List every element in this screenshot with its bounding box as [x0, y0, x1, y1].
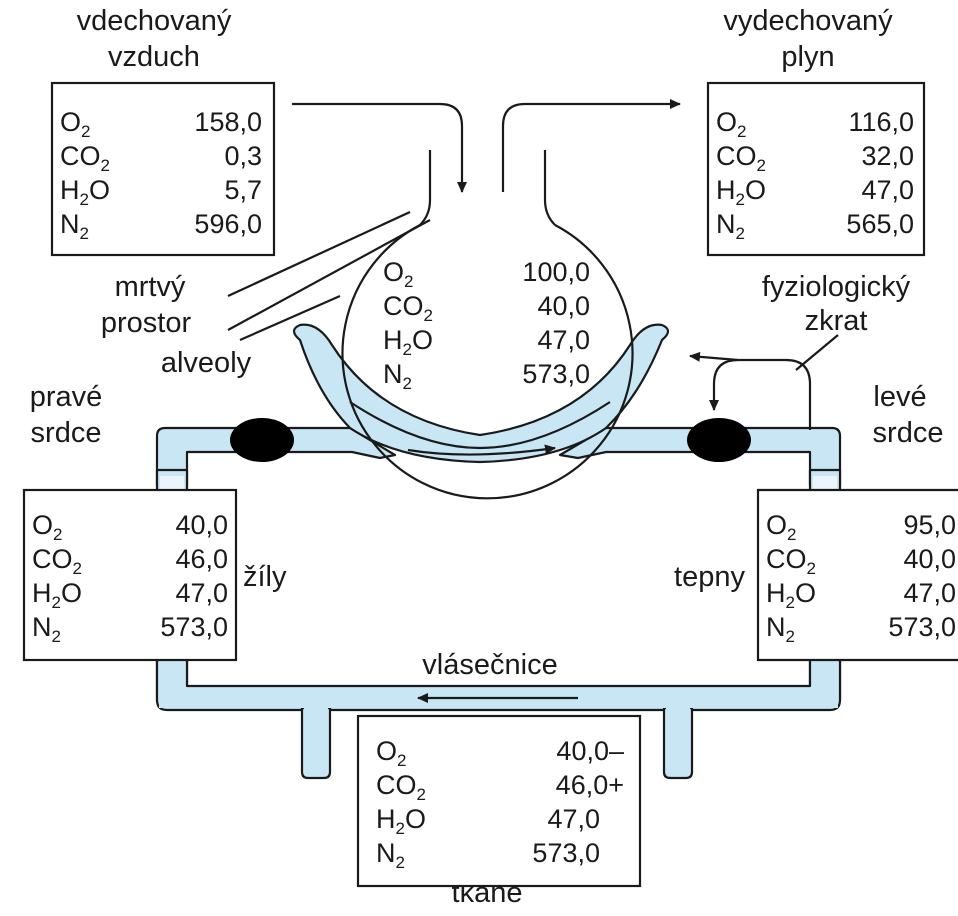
svg-text:O2: O2: [383, 257, 413, 291]
svg-text:N2: N2: [766, 612, 795, 646]
label-inhaled-1: vdechovaný: [77, 5, 232, 37]
vessel-top-left: [155, 426, 397, 487]
svg-text:O2: O2: [716, 107, 746, 141]
svg-text:5,7: 5,7: [224, 175, 262, 205]
svg-text:47,0: 47,0: [175, 578, 228, 608]
svg-text:O2: O2: [376, 736, 406, 770]
svg-text:95,0: 95,0: [903, 510, 956, 540]
svg-text:158,0: 158,0: [194, 107, 262, 137]
svg-text:H2O: H2O: [376, 804, 426, 838]
shunt-arrow: [709, 358, 812, 430]
inhale-arrow: [292, 102, 467, 193]
svg-text:O2: O2: [32, 510, 62, 544]
label-exhaled-1: vydechovaný: [723, 5, 893, 37]
svg-text:CO2: CO2: [383, 291, 433, 325]
label-left-heart-1: levé: [873, 381, 926, 413]
svg-text:47,0: 47,0: [537, 325, 590, 355]
svg-text:596,0: 596,0: [194, 209, 262, 239]
label-shunt-2: zkrat: [805, 305, 868, 337]
alveolus: [341, 150, 634, 500]
svg-text:O2: O2: [766, 510, 796, 544]
svg-text:H2O: H2O: [383, 325, 433, 359]
svg-text:0,3: 0,3: [224, 141, 262, 171]
label-veins: žíly: [243, 561, 287, 593]
tissue-branch-right: [662, 706, 694, 780]
svg-text:N2: N2: [60, 209, 89, 243]
label-dead-space-1: mrtvý: [115, 271, 186, 303]
inhaled-box: O2 158,0 CO2 0,3 H2O 5,7 N2 596,0: [50, 81, 276, 257]
blood-circuit: [155, 323, 842, 780]
svg-text:40,0: 40,0: [175, 510, 228, 540]
dead-space-pointer-1: [227, 211, 411, 297]
labels: vdechovaný vzduch vydechovaný plyn mrtvý…: [30, 5, 944, 909]
label-right-heart-1: pravé: [30, 381, 103, 413]
label-right-heart-2: srdce: [31, 417, 102, 449]
svg-text:CO2: CO2: [716, 141, 766, 175]
tissue-box: O2 40,0– CO2 46,0+ H2O 47,0 N2 573,0: [356, 714, 642, 888]
svg-text:46,0: 46,0: [175, 544, 228, 574]
svg-text:CO2: CO2: [32, 544, 82, 578]
svg-text:32,0: 32,0: [861, 141, 914, 171]
label-alveoli: alveoly: [161, 347, 252, 379]
tissue-branch-left: [300, 706, 332, 780]
svg-text:H2O: H2O: [716, 175, 766, 209]
label-capillaries: vlásečnice: [422, 649, 557, 681]
venous-box: O2 40,0 CO2 46,0 H2O 47,0 N2 573,0: [22, 488, 238, 662]
label-arteries: tepny: [674, 561, 745, 593]
arterial-box: O2 95,0 CO2 40,0 H2O 47,0 N2 573,0: [756, 488, 958, 662]
svg-text:N2: N2: [716, 209, 745, 243]
exhale-arrow: [501, 99, 681, 192]
alveolar-values: O2 100,0 CO2 40,0 H2O 47,0 N2 573,0: [383, 257, 590, 393]
svg-text:N2: N2: [383, 359, 412, 393]
svg-text:116,0: 116,0: [848, 107, 914, 137]
alveolar-capillary: [292, 323, 670, 464]
alveoli-pointer: [239, 294, 341, 342]
vessel-top-right: [558, 426, 842, 487]
exhaled-box: O2 116,0 CO2 32,0 H2O 47,0 N2 565,0: [706, 81, 926, 257]
svg-text:CO2: CO2: [766, 544, 816, 578]
svg-text:573,0: 573,0: [522, 359, 590, 389]
svg-text:H2O: H2O: [766, 578, 816, 612]
dead-space-pointer-2: [227, 219, 431, 331]
svg-text:40,0–: 40,0–: [556, 736, 624, 766]
svg-text:O2: O2: [60, 107, 90, 141]
svg-text:100,0: 100,0: [522, 257, 590, 287]
left-heart-valve: [687, 418, 751, 462]
svg-text:CO2: CO2: [60, 141, 110, 175]
svg-text:H2O: H2O: [60, 175, 110, 209]
right-heart-valve: [230, 418, 294, 462]
svg-text:47,0: 47,0: [547, 804, 600, 834]
svg-text:46,0+: 46,0+: [556, 770, 624, 800]
label-exhaled-2: plyn: [781, 41, 834, 73]
svg-text:40,0: 40,0: [903, 544, 956, 574]
svg-text:N2: N2: [32, 612, 61, 646]
svg-text:40,0: 40,0: [537, 291, 590, 321]
label-left-heart-2: srdce: [873, 417, 944, 449]
svg-text:47,0: 47,0: [903, 578, 956, 608]
svg-text:47,0: 47,0: [861, 175, 914, 205]
svg-text:N2: N2: [376, 838, 405, 872]
label-dead-space-2: prostor: [101, 307, 192, 339]
label-shunt-1: fyziologický: [762, 271, 911, 303]
shunt-arrow-branch: [689, 351, 739, 362]
svg-text:CO2: CO2: [376, 770, 426, 804]
svg-text:573,0: 573,0: [888, 612, 956, 642]
svg-text:H2O: H2O: [32, 578, 82, 612]
svg-text:573,0: 573,0: [532, 838, 600, 868]
label-inhaled-2: vzduch: [108, 41, 200, 73]
svg-text:573,0: 573,0: [160, 612, 228, 642]
svg-text:565,0: 565,0: [846, 209, 914, 239]
shunt-pointer: [795, 334, 839, 371]
